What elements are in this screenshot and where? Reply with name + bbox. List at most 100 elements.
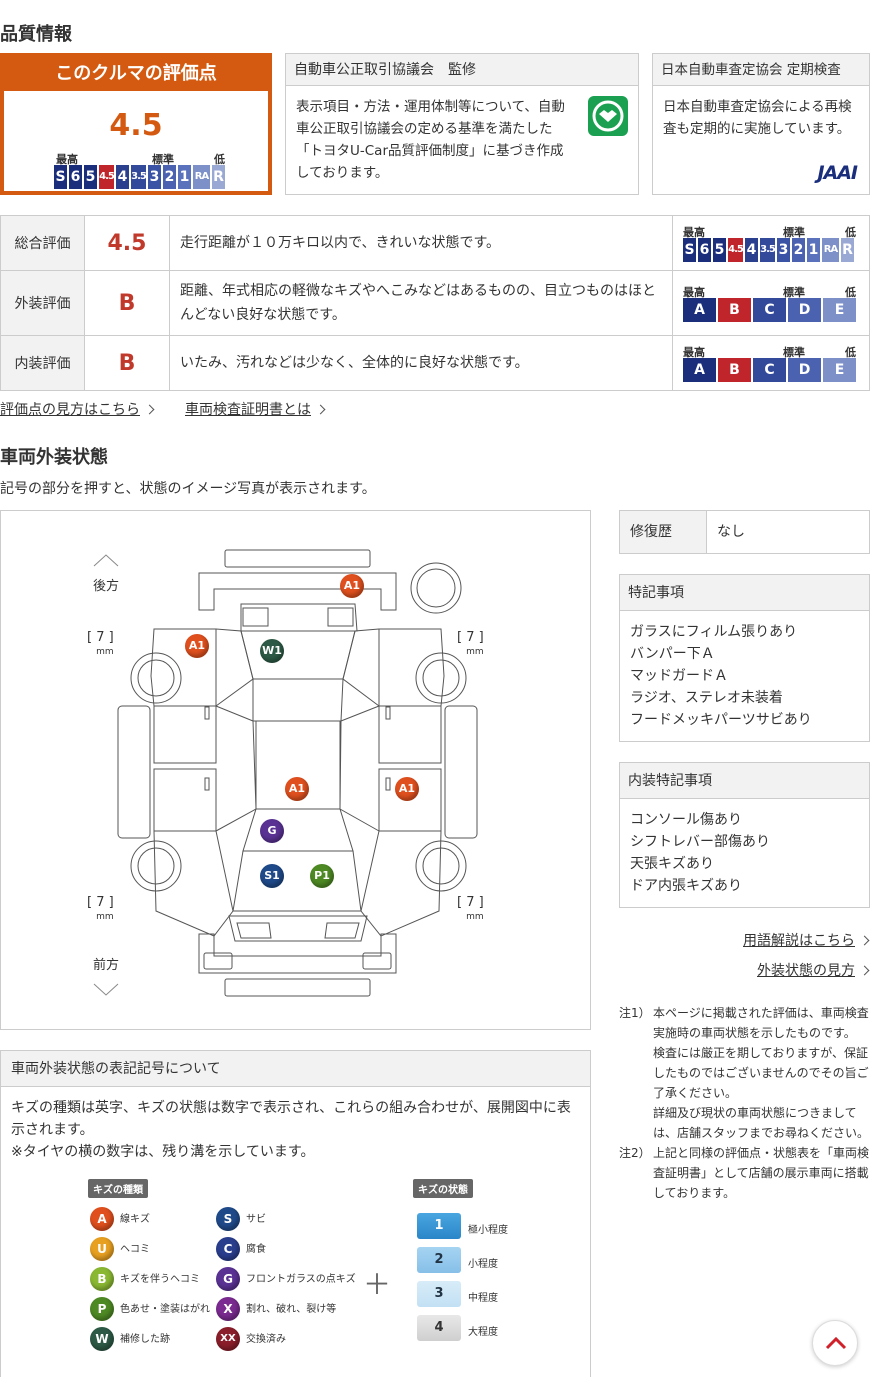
grade-cell: A — [683, 358, 716, 382]
damage-state-tag: キズの状態 — [413, 1179, 473, 1198]
legend-type-xx: XX 交換済み — [216, 1327, 286, 1353]
tread-value: [ 7 ] — [457, 630, 484, 645]
legend-text-2: ※タイヤの横の数字は、残り溝を示しています。 — [11, 1144, 315, 1160]
interior-notes-title: 内装特記事項 — [620, 763, 869, 799]
damage-mark-g[interactable]: G — [260, 819, 284, 843]
damage-mark-a1[interactable]: A1 — [340, 574, 364, 598]
scale-mid-label: 標準 — [783, 286, 805, 299]
overall-score: 4.5 — [109, 108, 163, 143]
special-note-item: バンパー下Ａ — [630, 646, 715, 662]
grade-cell: D — [788, 358, 821, 382]
special-notes-box: 特記事項 ガラスにフィルム張りあり バンパー下Ａ マッドガードＡ ラジオ、ステレ… — [619, 574, 870, 742]
score-howto-link[interactable]: 評価点の見方はこちら — [0, 402, 140, 418]
legend-type-label: 線キズ — [120, 1214, 150, 1225]
exterior-howto-link-wrap[interactable]: 外装状態の見方 — [757, 960, 870, 980]
legend-type-code: G — [216, 1267, 240, 1291]
scale-cell-active: 4.5 — [99, 165, 115, 189]
special-note-item: マッドガードＡ — [630, 668, 728, 684]
scale-cell: 5 — [84, 165, 97, 189]
legend-type-code: W — [90, 1327, 114, 1351]
tread-unit: mm — [466, 912, 484, 922]
score-scale: S 6 5 4.5 4 3.5 3 2 1 RA R — [54, 165, 234, 189]
jaai-text: 日本自動車査定協会による再検査も定期的に実施しています。 — [663, 99, 852, 137]
legend-type-code: A — [90, 1207, 114, 1231]
jaai-title: 日本自動車査定協会 定期検査 — [653, 54, 869, 86]
note-2-line: しております。 — [653, 1186, 736, 1200]
score-card-title: このクルマの評価点 — [4, 57, 268, 91]
scale-cell: RA — [822, 238, 839, 262]
scale-mid-label: 標準 — [783, 226, 805, 239]
inspection-cert-link[interactable]: 車両検査証明書とは — [185, 402, 311, 418]
note-1-line: 了承ください。 — [653, 1086, 738, 1100]
legend-type-code: B — [90, 1267, 114, 1291]
scale-cell: 2 — [163, 165, 176, 189]
rating-desc: 距離、年式相応の軽微なキズやへこみなどはあるものの、目立つものはほとんどない良好… — [169, 270, 673, 336]
rating-desc: いたみ、汚れなどは少なく、全体的に良好な状態です。 — [169, 335, 673, 391]
grade-cell-active: B — [718, 358, 751, 382]
note-1-line: 検査には厳正を期しておりますが、保証 — [653, 1046, 869, 1060]
scale-top-label: 最高 — [683, 226, 705, 239]
grade-cell: E — [823, 298, 856, 322]
grade-cell: C — [753, 298, 786, 322]
damage-level-3: 3 — [417, 1281, 461, 1307]
note-1-line: したものではございませんのでその旨ご — [653, 1066, 869, 1080]
legend-type-code: S — [216, 1207, 240, 1231]
tread-unit: mm — [466, 647, 484, 657]
note-1-line: 実施時の車両状態を示したものです。 — [653, 1026, 856, 1040]
jaai-box: 日本自動車査定協会 定期検査 日本自動車査定協会による再検査も定期的に実施してい… — [652, 53, 870, 195]
quality-heading: 品質情報 — [0, 24, 72, 45]
chevron-up-icon — [825, 1336, 847, 1350]
note-1-label: 注1） — [619, 1006, 651, 1020]
scale-cell: 1 — [807, 238, 820, 262]
scale-cell: 4 — [116, 165, 129, 189]
damage-mark-a1[interactable]: A1 — [285, 777, 309, 801]
legend-type-label: 割れ、破れ、裂け等 — [246, 1304, 337, 1315]
damage-mark-w1[interactable]: W1 — [260, 639, 284, 663]
legend-box: 車両外装状態の表記記号について キズの種類は英字、キズの状態は数字で表示され、こ… — [0, 1050, 591, 1377]
legend-type-code: XX — [216, 1327, 240, 1351]
damage-level-label: 極小程度 — [468, 1225, 508, 1236]
glossary-link[interactable]: 用語解説はこちら — [743, 933, 855, 949]
note-2-line: 査証明書」として店舗の展示車両に搭載 — [653, 1166, 869, 1180]
legend-type-label: 色あせ・塗装はがれ — [120, 1304, 210, 1315]
damage-mark-p1[interactable]: P1 — [310, 864, 334, 888]
tread-unit: mm — [96, 647, 114, 657]
scale-cell: 3 — [148, 165, 161, 189]
damage-mark-a1[interactable]: A1 — [185, 634, 209, 658]
inspection-cert-link-wrap[interactable]: 車両検査証明書とは — [185, 399, 326, 419]
legend-type-label: 交換済み — [246, 1334, 286, 1345]
scale-cell: 4 — [745, 238, 758, 262]
scale-top-label: 最高 — [56, 153, 78, 166]
score-howto-link-wrap[interactable]: 評価点の見方はこちら — [0, 399, 155, 419]
score-card: このクルマの評価点 4.5 最高 標準 低 S 6 5 4.5 4 3.5 3 … — [0, 53, 272, 195]
exterior-howto-link[interactable]: 外装状態の見方 — [757, 963, 855, 979]
tread-depth-rear-left: [ 7 ]mm — [87, 631, 114, 659]
scale-cell: 5 — [713, 238, 726, 262]
scale-low-label: 低 — [845, 286, 856, 299]
chevron-right-icon — [315, 404, 326, 415]
scale-cell: S — [54, 165, 67, 189]
scale-cell: S — [683, 238, 696, 262]
car-diagram — [93, 549, 478, 997]
chevron-right-icon — [859, 965, 870, 976]
glossary-link-wrap[interactable]: 用語解説はこちら — [743, 930, 870, 950]
legend-text-1: キズの種類は英字、キズの状態は数字で表示され、これらの組み合わせが、展開図中に表… — [11, 1100, 571, 1138]
scale-cell: R — [841, 238, 854, 262]
fair-trade-title: 自動車公正取引協議会 監修 — [286, 54, 638, 86]
special-note-item: フードメッキパーツサビあり — [630, 712, 812, 728]
grade-cell: E — [823, 358, 856, 382]
scale-cell: 6 — [698, 238, 711, 262]
note-2-label: 注2） — [619, 1146, 651, 1160]
damage-level-label: 小程度 — [468, 1259, 498, 1270]
damage-mark-s1[interactable]: S1 — [260, 864, 284, 888]
scroll-to-top-button[interactable] — [812, 1320, 858, 1366]
damage-mark-a1[interactable]: A1 — [395, 777, 419, 801]
scale-cell: R — [212, 165, 225, 189]
rating-value: B — [84, 335, 170, 391]
